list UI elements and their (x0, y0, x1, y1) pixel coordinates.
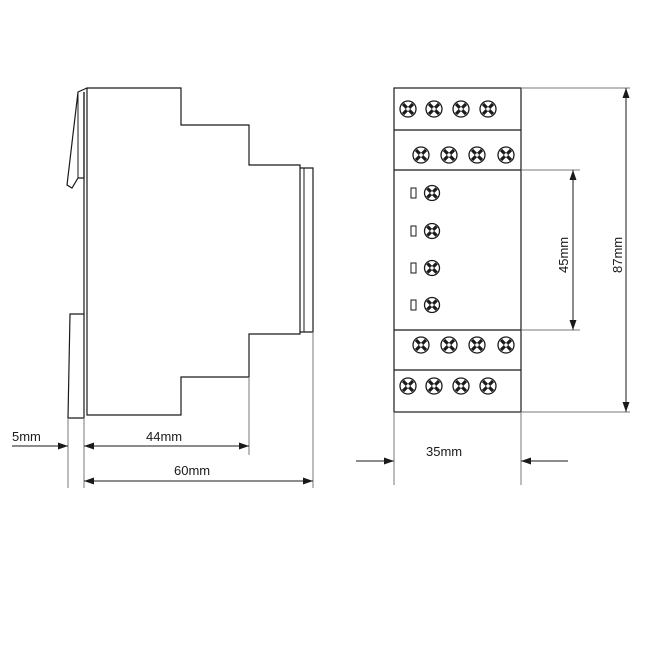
adjuster-knob-icon (423, 296, 441, 314)
terminal-screw-icon (399, 377, 417, 395)
front-cover (300, 167, 314, 333)
terminal-screw-icon (452, 100, 470, 118)
terminal-screw-icon (468, 146, 486, 164)
terminal-screw-icon (425, 100, 443, 118)
adjuster-knob-icon (423, 222, 441, 240)
terminal-screw-icon (452, 377, 470, 395)
dim-44mm: 44mm (84, 429, 249, 450)
dim-45mm-label: 45mm (556, 237, 571, 273)
terminal-screw-icon (425, 377, 443, 395)
front-panel-adjusters (410, 184, 441, 314)
led-indicator-icon (410, 299, 417, 311)
terminal-screw-icon (440, 146, 458, 164)
terminal-screw-icon (497, 146, 515, 164)
front-outline (393, 87, 522, 413)
dim-87mm: 87mm (610, 88, 630, 412)
terminal-screw-icon (399, 100, 417, 118)
housing-profile (86, 87, 301, 416)
adjuster-knob-icon (423, 184, 441, 202)
side-view: 5mm 44mm 60mm (12, 87, 314, 488)
led-indicator-icon (410, 187, 417, 199)
adjuster-knob-icon (423, 259, 441, 277)
dim-60mm-label: 60mm (174, 463, 210, 478)
dim-5mm-label: 5mm (12, 429, 41, 444)
din-clip-bottom (67, 313, 84, 419)
terminal-screws (399, 100, 515, 395)
terminal-screw-icon (412, 336, 430, 354)
dim-45mm: 45mm (556, 170, 577, 330)
terminal-screw-icon (440, 336, 458, 354)
dim-35mm-label: 35mm (426, 444, 462, 459)
terminal-screw-icon (497, 336, 515, 354)
dim-35mm: 35mm (356, 444, 568, 465)
led-indicator-icon (410, 262, 417, 274)
terminal-screw-icon (412, 146, 430, 164)
front-view: 87mm 45mm 35mm (356, 87, 630, 485)
terminal-screw-icon (479, 100, 497, 118)
led-indicator-icon (410, 225, 417, 237)
terminal-screw-icon (468, 336, 486, 354)
dim-60mm: 60mm (84, 463, 313, 485)
dim-44mm-label: 44mm (146, 429, 182, 444)
dim-87mm-label: 87mm (610, 237, 625, 273)
terminal-screw-icon (479, 377, 497, 395)
